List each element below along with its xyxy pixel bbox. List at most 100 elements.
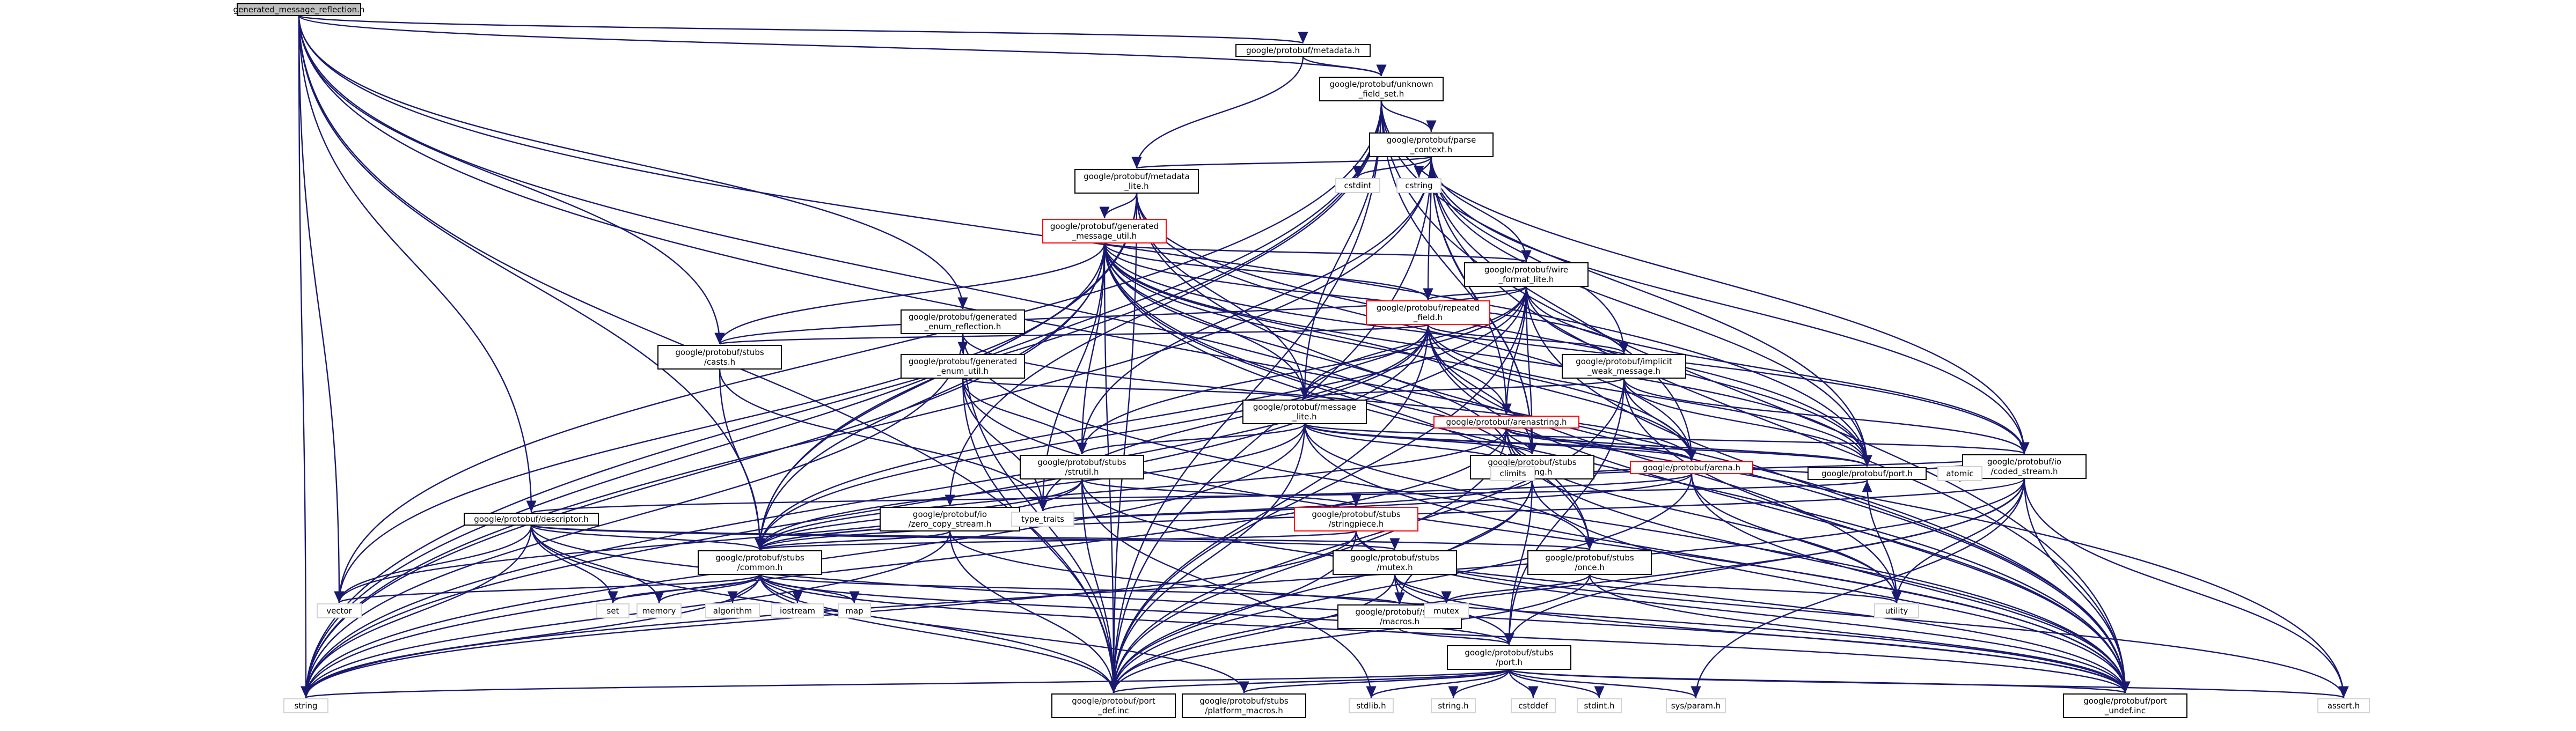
include-edge-parse-to-strutil: [1077, 156, 1432, 455]
node-portdef[interactable]: google/protobuf/port_def.inc: [1051, 693, 1176, 718]
node-msglite[interactable]: google/protobuf/message_lite.h: [1242, 400, 1367, 424]
node-wire[interactable]: google/protobuf/wire_format_lite.h: [1464, 262, 1589, 287]
node-portg[interactable]: google/protobuf/port.h: [1807, 467, 1927, 480]
node-typetraits[interactable]: type_traits: [1011, 512, 1074, 527]
node-genmsgutil[interactable]: google/protobuf/generated_message_util.h: [1042, 219, 1167, 243]
include-edge-repeated-to-portg: [1427, 324, 1872, 467]
include-edge-common-to-portdef: [759, 574, 1119, 693]
node-box: [464, 513, 599, 526]
include-edge-root-to-metadata_h: [298, 14, 1307, 45]
node-genenumrefl[interactable]: google/protobuf/generated_enum_reflectio…: [901, 309, 1025, 334]
node-label: _field.h: [1413, 313, 1443, 323]
node-arena[interactable]: google/protobuf/arena.h: [1630, 461, 1753, 474]
node-box: [1424, 603, 1469, 618]
node-label: mutex: [1433, 606, 1459, 616]
node-assert[interactable]: assert.h: [2317, 698, 2370, 713]
edge-layer: [298, 14, 2349, 699]
node-platform[interactable]: google/protobuf/stubs/platform_macros.h: [1182, 693, 1306, 718]
node-root[interactable]: generated_message_reflection.h: [233, 3, 365, 16]
node-label: google/protobuf/generated: [909, 357, 1017, 366]
node-once[interactable]: google/protobuf/stubs/once.h: [1527, 550, 1652, 575]
node-box: [1562, 354, 1686, 379]
node-mutexstd[interactable]: mutex: [1424, 603, 1469, 618]
node-genenumutil[interactable]: google/protobuf/generated_enum_util.h: [901, 354, 1025, 379]
node-sysparam[interactable]: sys/param.h: [1666, 698, 1726, 713]
node-box: [596, 603, 630, 618]
node-label: /zero_copy_stream.h: [909, 519, 992, 529]
include-edge-parse-to-coded: [1430, 156, 2030, 454]
node-label: _enum_reflection.h: [924, 322, 1001, 332]
node-box: [1807, 467, 1927, 480]
node-string[interactable]: string: [283, 698, 328, 713]
node-box: [1333, 550, 1457, 575]
node-iostream[interactable]: iostream: [771, 603, 824, 618]
node-zerocopy[interactable]: google/protobuf/io/zero_copy_stream.h: [880, 507, 1020, 531]
node-coded[interactable]: google/protobuf/io/coded_stream.h: [1962, 454, 2087, 479]
node-stubsport[interactable]: google/protobuf/stubs/port.h: [1447, 645, 1571, 670]
node-label: utility: [1885, 606, 1908, 616]
node-strutil[interactable]: google/protobuf/stubs/strutil.h: [1020, 455, 1144, 479]
include-edge-unknown-to-parse: [1380, 100, 1437, 132]
include-edge-arena-to-portundef: [1690, 473, 2131, 693]
node-label: google/protobuf/message: [1253, 402, 1356, 412]
node-common[interactable]: google/protobuf/stubs/common.h: [698, 550, 822, 575]
include-edge-arenastring-to-common: [755, 427, 1507, 550]
include-edge-metalite-to-genmsgutil: [1099, 193, 1138, 219]
node-memory[interactable]: memory: [636, 603, 682, 618]
node-portundef[interactable]: google/protobuf/port_undef.inc: [2063, 693, 2187, 718]
include-edge-genenumrefl-to-string: [301, 333, 964, 698]
node-casts[interactable]: google/protobuf/stubs/casts.h: [657, 345, 782, 370]
node-map[interactable]: map: [838, 603, 871, 618]
include-edge-stubsport-to-string: [302, 668, 1510, 699]
node-cstring[interactable]: cstring: [1396, 178, 1441, 193]
node-implicit[interactable]: google/protobuf/implicit_weak_message.h: [1562, 354, 1686, 379]
include-edge-repeated-to-implicit: [1427, 324, 1629, 354]
node-box: [1630, 461, 1753, 474]
include-edge-coded-to-sysparam: [1690, 478, 2025, 698]
include-edge-parse-to-portg: [1430, 156, 1872, 467]
node-box: [1319, 77, 1444, 101]
include-edge-genmsgutil-to-portg: [1103, 242, 1872, 467]
node-algorithm[interactable]: algorithm: [705, 603, 760, 618]
node-stdint[interactable]: stdint.h: [1577, 698, 1622, 713]
node-box: [771, 603, 824, 618]
include-edge-msglite-to-strutil: [1077, 423, 1306, 455]
node-box: [317, 603, 362, 618]
node-arenastring[interactable]: google/protobuf/arenastring.h: [1433, 416, 1579, 429]
node-parse[interactable]: google/protobuf/parse_context.h: [1369, 132, 1494, 157]
node-box: [1074, 169, 1199, 194]
node-label: google/protobuf/stubs: [1355, 607, 1444, 617]
node-box: [1447, 645, 1571, 670]
node-stdlib[interactable]: stdlib.h: [1349, 698, 1394, 713]
node-label: cstring: [1405, 181, 1432, 190]
node-label: google/protobuf/stubs: [715, 553, 804, 563]
node-cstdint[interactable]: cstdint: [1335, 178, 1380, 193]
include-edge-metadata_h-to-unknown: [1302, 56, 1387, 77]
include-edge-root-to-genenumrefl: [298, 15, 968, 309]
node-metalite[interactable]: google/protobuf/metadata_lite.h: [1074, 169, 1199, 194]
node-stringpiece[interactable]: google/protobuf/stubs/stringpiece.h: [1294, 507, 1418, 531]
node-mutex[interactable]: google/protobuf/stubs/mutex.h: [1333, 550, 1457, 575]
node-label: google/protobuf/wire: [1484, 265, 1568, 275]
include-edge-msglite-to-portg: [1304, 423, 1872, 468]
node-set[interactable]: set: [596, 603, 630, 618]
node-vector[interactable]: vector: [317, 603, 362, 618]
node-climits[interactable]: climits: [1490, 466, 1535, 481]
node-unknown[interactable]: google/protobuf/unknown_field_set.h: [1319, 77, 1444, 101]
node-box: [1464, 262, 1589, 287]
node-box: [657, 345, 782, 370]
node-box: [1235, 44, 1371, 57]
node-box: [1335, 178, 1380, 193]
include-edge-stubsport-to-cstddef: [1508, 669, 1539, 698]
node-cstddef[interactable]: cstddef: [1511, 698, 1556, 713]
node-metadata_h[interactable]: google/protobuf/metadata.h: [1235, 44, 1371, 57]
include-edge-arenastring-to-string: [301, 427, 1507, 698]
node-utility[interactable]: utility: [1874, 603, 1919, 618]
node-stringh[interactable]: string.h: [1431, 698, 1476, 713]
node-descriptor[interactable]: google/protobuf/descriptor.h: [464, 513, 599, 526]
node-atomic[interactable]: atomic: [1937, 466, 1982, 481]
node-box: [1369, 132, 1494, 157]
node-repeated[interactable]: google/protobuf/repeated_field.h: [1366, 300, 1490, 325]
node-label: _field_set.h: [1358, 89, 1404, 99]
node-box: [1242, 400, 1367, 424]
